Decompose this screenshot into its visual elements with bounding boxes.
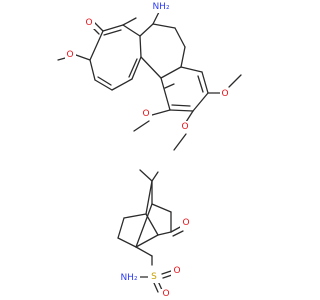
oxo-label: O	[85, 18, 92, 28]
atom-ome-9: O	[65, 49, 76, 61]
chemical-structure-canvas: NH₂ O O O O O	[57, 1, 242, 300]
atom-oxo-camphor: O	[180, 217, 192, 229]
atom-oxo-top: O	[84, 17, 95, 29]
methoxy-oxygen-label: O	[221, 89, 228, 99]
atom-ome-3: O	[220, 88, 231, 100]
methoxy-oxygen-label: O	[142, 109, 149, 119]
molecule-aminocolchicide-bonds	[57, 11, 242, 151]
molecule-camphorsulfonamide: O NH₂ S O O	[117, 169, 192, 300]
methoxy-oxygen-label: O	[181, 122, 188, 132]
atom-ome-2: O	[180, 121, 191, 133]
molecule-camphorsulfonamide-bonds	[117, 169, 184, 293]
atom-nh2-sulfonamide: NH₂	[117, 272, 140, 284]
sulfonyl-oxygen-label: O	[173, 266, 180, 276]
nh2-label: NH₂	[152, 2, 170, 12]
atom-sulfur: S	[148, 271, 160, 283]
atom-nh2-top: NH₂	[150, 1, 172, 13]
atom-ome-1: O	[141, 108, 152, 120]
atom-sulfonyl-o-lower: O	[160, 289, 172, 300]
molecule-aminocolchicide: NH₂ O O O O O	[57, 1, 242, 151]
ketone-oxygen-label: O	[182, 218, 189, 228]
sulfonamide-nh2-label: NH₂	[120, 273, 138, 283]
sulfonyl-oxygen-label: O	[162, 289, 169, 299]
methoxy-oxygen-label: O	[66, 50, 73, 60]
atom-sulfonyl-o-upper: O	[171, 265, 183, 277]
sulfur-label: S	[151, 272, 157, 282]
